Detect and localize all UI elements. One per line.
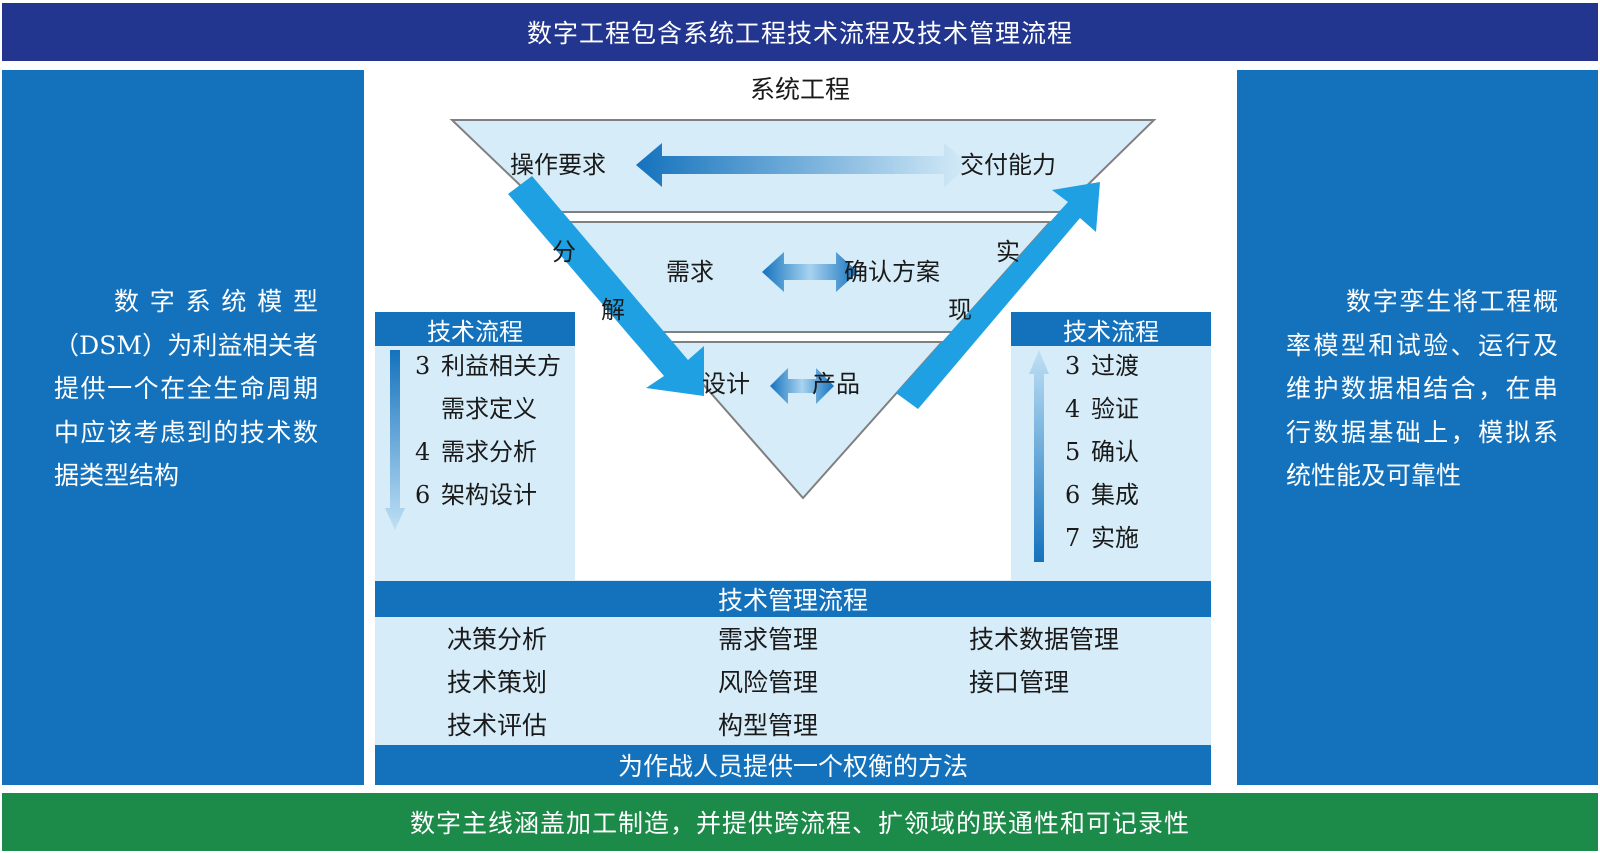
digital-twin-panel: 数字孪生将工程概率模型和试验、运行及维护数据相结合，在串行数据基础上，模拟系统性… [1237,70,1598,785]
bottom-banner: 数字主线涵盖加工制造，并提供跨流程、扩领域的联通性和可记录性 [2,793,1598,851]
left-process-header: 技术流程 [375,312,575,346]
realize-arrow [896,182,1100,409]
management-header: 技术管理流程 [375,581,1211,617]
top-banner-text: 数字工程包含系统工程技术流程及技术管理流程 [526,19,1073,48]
middle-double-arrow [762,252,858,292]
mgmt-item: 技术评估 [447,711,548,740]
v-model-diagram: 操作要求 交付能力 需求 确认方案 设计 产品 分 解 实 现 [449,119,1157,500]
up-gradient-arrow [1029,350,1049,562]
mgmt-item: 构型管理 [718,711,819,740]
v-band-bottom [663,341,945,500]
right-process-header: 技术流程 [1011,312,1211,346]
label-delivered-capability: 交付能力 [960,151,1056,179]
decompose-arrow [508,176,704,396]
mgmt-item: 技术策划 [447,668,548,697]
dsm-description: 数字系统模型（DSM）为利益相关者提供一个在全生命周期中应该考虑到的技术数据类型… [54,287,318,490]
label-product: 产品 [812,370,860,398]
mgmt-item: 风险管理 [718,668,819,697]
label-realize-2: 现 [948,296,972,324]
systems-engineering-title: 系统工程 [749,75,850,104]
mgmt-item: 决策分析 [447,625,548,654]
management-footer: 为作战人员提供一个权衡的方法 [375,745,1211,785]
label-requirements: 需求 [666,258,714,286]
top-double-arrow [636,143,970,187]
mgmt-item: 技术数据管理 [969,625,1120,654]
label-operational-requirements: 操作要求 [510,151,606,179]
label-decompose-1: 分 [552,238,576,266]
label-design: 设计 [702,370,750,398]
bottom-double-arrow [770,368,834,404]
mgmt-item: 接口管理 [969,668,1070,697]
digital-twin-description: 数字孪生将工程概率模型和试验、运行及维护数据相结合，在串行数据基础上，模拟系统性… [1286,287,1558,490]
down-gradient-arrow [385,350,405,530]
bottom-banner-text: 数字主线涵盖加工制造，并提供跨流程、扩领域的联通性和可记录性 [409,809,1190,838]
label-validated-solution: 确认方案 [844,258,940,286]
top-banner: 数字工程包含系统工程技术流程及技术管理流程 [2,3,1598,61]
label-realize-1: 实 [996,238,1020,266]
mgmt-item: 需求管理 [718,625,819,654]
dsm-panel: 数字系统模型（DSM）为利益相关者提供一个在全生命周期中应该考虑到的技术数据类型… [2,70,364,785]
label-decompose-2: 解 [601,296,625,324]
left-process-item: 需求定义 [441,395,537,423]
